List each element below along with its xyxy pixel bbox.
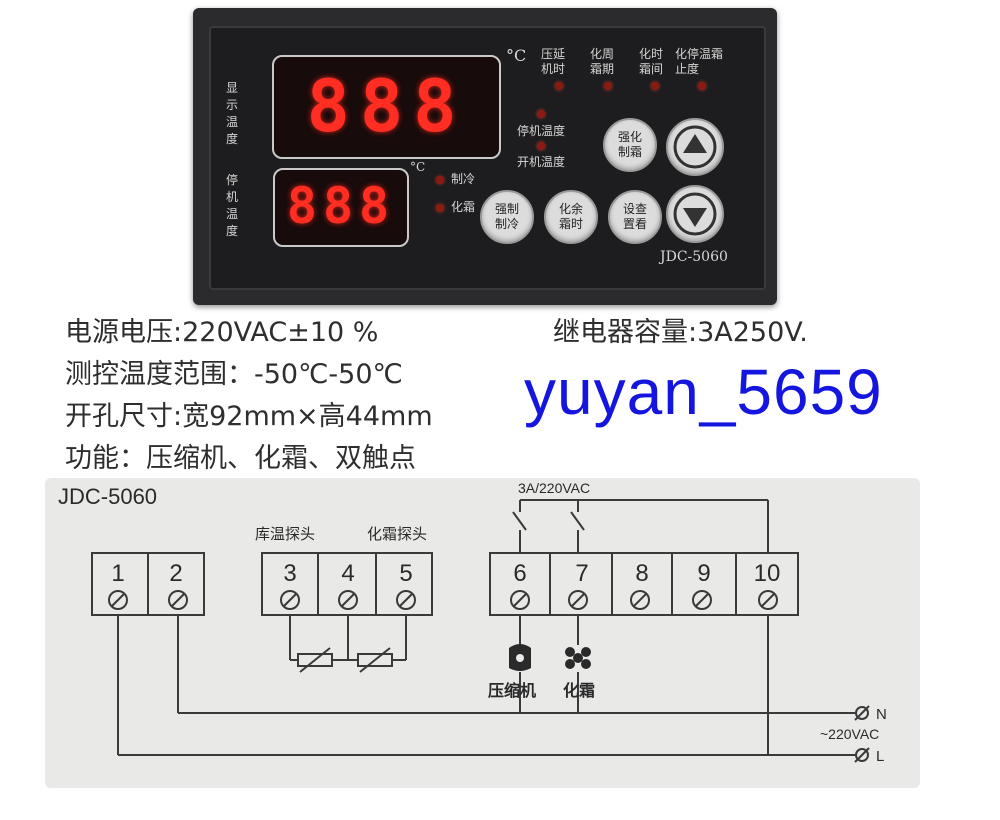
force-cool-button-label: 强制制冷 — [494, 202, 519, 231]
defrost-heater-icon — [565, 647, 591, 669]
up-button[interactable] — [666, 118, 724, 176]
controller-model-label: JDC-5060 — [660, 249, 728, 265]
down-button[interactable] — [666, 185, 724, 243]
led-defrost-time — [651, 82, 659, 90]
room-probe-label: 库温探头 — [255, 525, 316, 543]
terminal-number-3: 3 — [283, 560, 296, 587]
remaining-defrost-button-label: 化余霜时 — [558, 202, 583, 231]
unit-celsius-top: °C — [506, 46, 527, 65]
indicator-defrost-time: 化时霜间 — [639, 47, 664, 76]
led-cooling — [436, 176, 444, 184]
compressor-icon — [509, 644, 531, 671]
terminal-number-4: 4 — [341, 560, 354, 587]
indicator-compressor-delay: 压延机时 — [541, 47, 566, 76]
start-temp-label: 开机温度 — [517, 155, 566, 169]
main-display-digits: 888 — [306, 64, 467, 148]
defrost-probe-label: 化霜探头 — [367, 525, 428, 543]
spec-relay-capacity: 继电器容量:3A250V. — [553, 317, 808, 348]
diagram-title: JDC-5060 — [58, 484, 158, 509]
terminal-number-7: 7 — [575, 560, 588, 587]
unit-celsius-bottom: °C — [410, 160, 426, 174]
led-stop-temp — [537, 110, 545, 118]
main-temperature-display: 888 — [272, 55, 501, 159]
settings-view-button-label: 设查置看 — [622, 202, 647, 231]
relay-rating-label: 3A/220VAC — [518, 480, 591, 496]
stop-temp-label: 停机温度 — [517, 124, 566, 138]
spec-temp-range: 测控温度范围：-50℃-50℃ — [65, 359, 403, 390]
settings-view-button[interactable]: 设查置看 — [608, 190, 662, 244]
arrow-up-icon — [673, 125, 717, 169]
force-defrost-button-label: 强化制霜 — [617, 130, 642, 159]
spec-voltage: 电源电压:220VAC±10 % — [65, 317, 379, 348]
terminal-number-9: 9 — [697, 560, 710, 587]
watermark-text: yuyan_5659 — [524, 356, 883, 428]
spec-cutout-size: 开孔尺寸:宽92mm×高44mm — [65, 401, 433, 432]
spec-functions: 功能：压缩机、化霜、双触点 — [65, 443, 416, 474]
force-defrost-button[interactable]: 强化制霜 — [603, 118, 657, 172]
led-start-temp — [537, 142, 545, 150]
terminal-number-10: 10 — [754, 560, 781, 587]
right-display-label: 停机温度 — [226, 173, 239, 238]
cooling-led-label: 制冷 — [451, 172, 476, 186]
line-label: L — [876, 748, 884, 765]
compressor-label: 压缩机 — [488, 681, 537, 700]
arrow-down-icon — [673, 192, 717, 236]
terminal-number-6: 6 — [513, 560, 526, 587]
led-defrost — [436, 204, 444, 212]
left-display-label: 显示温度 — [226, 81, 239, 146]
terminal-number-8: 8 — [635, 560, 648, 587]
force-cool-button[interactable]: 强制制冷 — [480, 190, 534, 244]
setpoint-temperature-display: 888 — [273, 168, 409, 247]
supply-voltage-label: ~220VAC — [820, 726, 879, 742]
terminal-number-1: 1 — [111, 560, 124, 587]
wiring-diagram — [45, 478, 920, 788]
led-defrost-cycle — [604, 82, 612, 90]
led-defrost-stop-temp — [698, 82, 706, 90]
setpoint-display-digits: 888 — [286, 177, 396, 235]
terminal-number-5: 5 — [399, 560, 412, 587]
terminal-number-2: 2 — [169, 560, 182, 587]
remaining-defrost-time-button[interactable]: 化余霜时 — [544, 190, 598, 244]
defrost-led-label: 化霜 — [451, 200, 476, 214]
defrost-label: 化霜 — [563, 681, 596, 700]
indicator-defrost-cycle: 化周霜期 — [590, 47, 615, 76]
led-compressor-delay — [555, 82, 563, 90]
indicator-defrost-stop-temp: 化停温霜止度 — [675, 47, 724, 76]
neutral-label: N — [876, 706, 887, 723]
